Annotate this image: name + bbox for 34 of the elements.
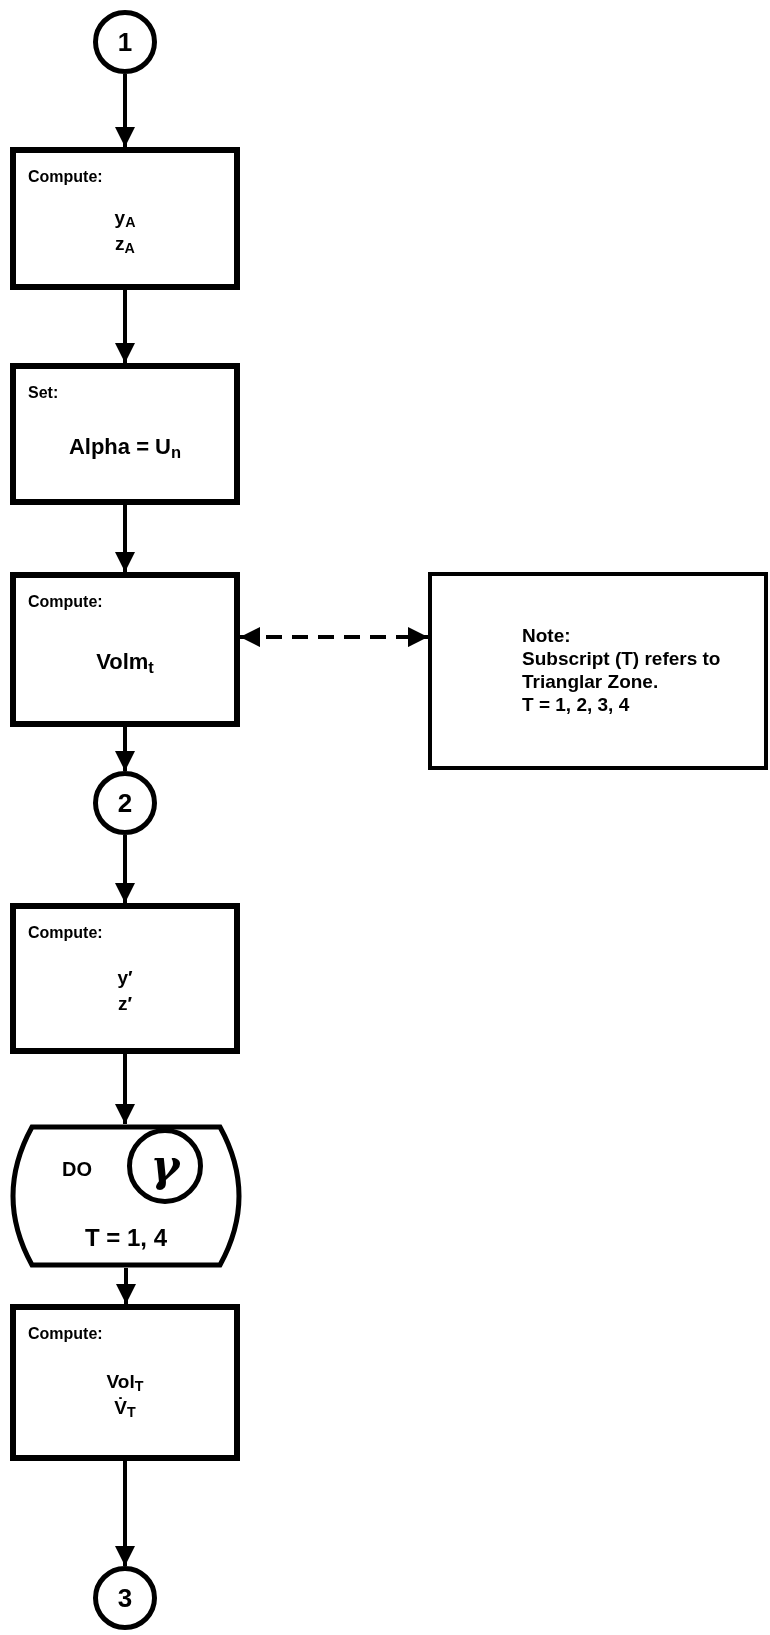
arrow [115, 1054, 135, 1124]
formula-text: y$_{A}$ [114, 206, 136, 229]
arrow [115, 835, 135, 903]
box-heading: Compute: [28, 592, 103, 612]
box-heading: Set: [28, 383, 59, 403]
box-heading: Compute: [28, 167, 103, 187]
formula-text: Alpha = U$_{n}$ [68, 432, 182, 463]
process-box [10, 903, 240, 1054]
loop-range: T = 1, 4 [83, 1223, 168, 1253]
dashed-arrow [240, 627, 428, 648]
arrow [115, 290, 135, 363]
box-heading: Compute: [28, 923, 103, 943]
arrow [115, 74, 135, 147]
box-heading: Compute: [28, 1324, 103, 1344]
process-box [10, 363, 240, 505]
process-box [10, 1304, 240, 1461]
note-text: Note: [522, 624, 572, 647]
arrow [115, 505, 135, 572]
formula-text: Volm$_{t}$ [96, 648, 154, 678]
process-box [10, 572, 240, 727]
formula-text: z$_{A}$ [115, 232, 135, 255]
formula-text: z′ [117, 992, 133, 1015]
arrow [115, 1461, 135, 1566]
note-text: T = 1, 2, 3, 4 [522, 693, 631, 716]
formula-text: V̇$_{T}$ [114, 1396, 136, 1419]
note-text: Subscript (T) refers to Trianglar Zone. [522, 647, 722, 693]
formula-text: Vol$_{T}$ [106, 1370, 144, 1393]
loop-keyword: DO [62, 1157, 92, 1182]
note-box [428, 572, 768, 770]
loop-block [10, 1124, 242, 1268]
process-box [10, 147, 240, 290]
arrow [116, 1268, 136, 1304]
formula-text: y′ [117, 966, 133, 989]
arrow [115, 727, 135, 771]
